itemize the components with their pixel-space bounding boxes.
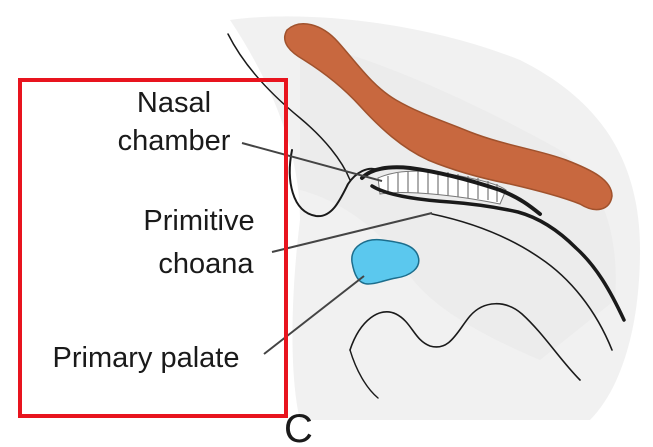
panel-letter: C	[284, 407, 313, 447]
nasal-chamber-label-line2: chamber	[118, 125, 231, 157]
primary-palate-label: Primary palate	[53, 342, 240, 374]
primitive-choana-label-line1: Primitive	[143, 205, 254, 237]
primitive-choana-label-line2: choana	[158, 248, 254, 280]
mesenchyme-tissue	[230, 16, 640, 420]
nasal-chamber-label-line1: Nasal	[137, 87, 211, 119]
